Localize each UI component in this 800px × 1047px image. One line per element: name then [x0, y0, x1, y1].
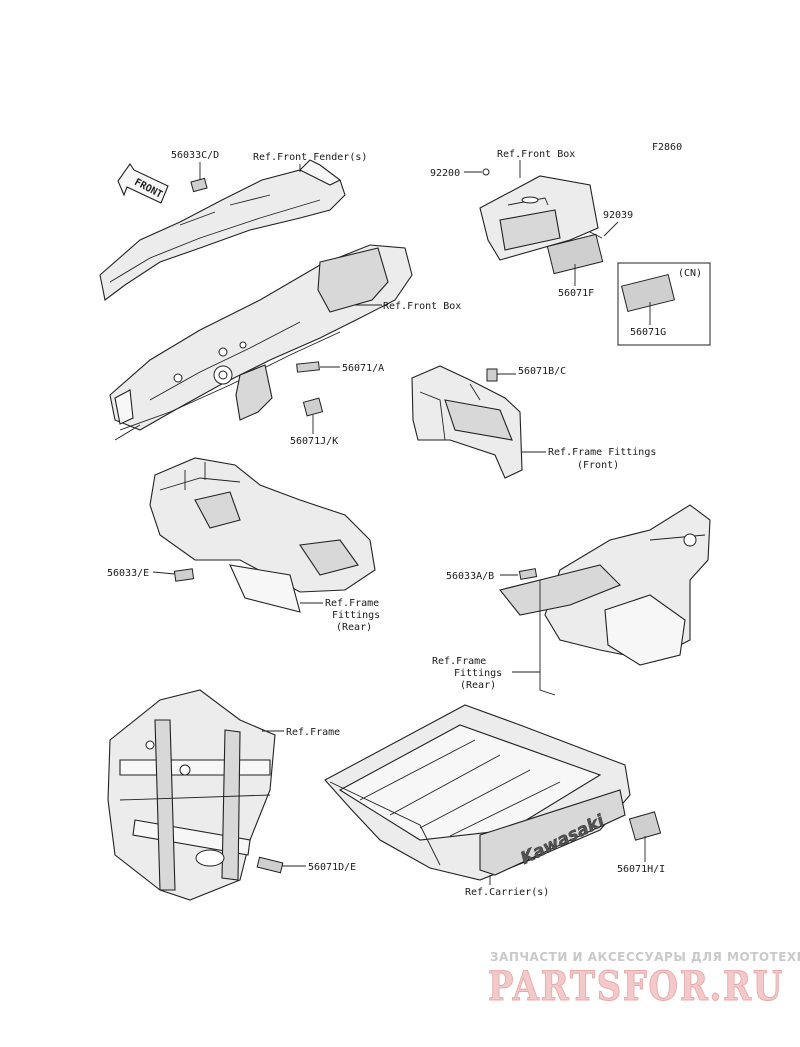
- callout-56071bc: 56071B/C: [518, 366, 566, 377]
- front-direction-arrow: FRONT: [117, 163, 169, 204]
- callout-ref-frame-fittings-front-1: Ref.Frame Fittings: [548, 447, 656, 458]
- front-dash-panel: [109, 244, 413, 441]
- callout-ref-frame: Ref.Frame: [286, 727, 340, 738]
- callout-56071g: 56071G: [630, 327, 666, 338]
- callout-ref-frame-fittings-rear-b2: Fittings: [454, 668, 502, 679]
- callout-92200: 92200: [430, 168, 460, 179]
- watermark-logo: PARTSFOR.RU: [488, 963, 784, 1010]
- decal-56071hi: [628, 811, 662, 841]
- callout-ref-frame-fittings-rear-b1: Ref.Frame: [432, 656, 486, 667]
- decal-56071a: [296, 361, 320, 373]
- callout-cn: (CN): [678, 268, 702, 279]
- callout-56071hi: 56071H/I: [617, 864, 665, 875]
- decal-56071de: [256, 856, 284, 874]
- decal-56033e: [173, 568, 195, 582]
- callout-56033cd: 56033C/D: [171, 150, 219, 161]
- frame-structure: [107, 689, 276, 901]
- figure-code: F2860: [652, 142, 682, 153]
- callout-ref-carriers: Ref.Carrier(s): [465, 887, 549, 898]
- front-box-assembly: [479, 175, 599, 261]
- cargo-carrier: Kawasaki: [324, 704, 631, 881]
- decal-56071g: [620, 273, 676, 313]
- decal-56071bc: [486, 368, 498, 382]
- bolt-92200: [482, 168, 490, 176]
- callout-ref-front-fender: Ref.Front Fender(s): [253, 152, 367, 163]
- callout-56071a: 56071/A: [342, 363, 384, 374]
- watermark-tagline: ЗАПЧАСТИ И АКСЕССУАРЫ ДЛЯ МОТОТЕХНИКИ: [490, 950, 800, 964]
- callout-56071de: 56071D/E: [308, 862, 356, 873]
- watermark: ЗАПЧАСТИ И АКСЕССУАРЫ ДЛЯ МОТОТЕХНИКИ PA…: [488, 950, 800, 1011]
- decal-56071f: [546, 233, 604, 275]
- frame-fittings-front: [411, 365, 523, 479]
- callout-ref-frame-fittings-rear-b3: (Rear): [460, 680, 496, 691]
- callout-ref-frame-fittings-rear-a1: Ref.Frame: [325, 598, 379, 609]
- callout-ref-frame-fittings-rear-a3: (Rear): [336, 622, 372, 633]
- center-console: [149, 457, 376, 613]
- callout-ref-front-box-top: Ref.Front Box: [497, 149, 575, 160]
- callout-ref-frame-fittings-rear-a2: Fittings: [332, 610, 380, 621]
- rear-frame-fittings: [499, 504, 711, 696]
- callout-56071f: 56071F: [558, 288, 594, 299]
- decal-56071jk: [302, 397, 324, 417]
- front-fender-assembly: [99, 159, 346, 301]
- callout-92039: 92039: [603, 210, 633, 221]
- callout-ref-front-box-mid: Ref.Front Box: [383, 301, 461, 312]
- callout-56071jk: 56071J/K: [290, 436, 338, 447]
- callout-56033e: 56033/E: [107, 568, 149, 579]
- decal-56033ab: [518, 568, 538, 580]
- callout-56033ab: 56033A/B: [446, 571, 494, 582]
- callout-ref-frame-fittings-front-2: (Front): [577, 460, 619, 471]
- decal-56033cd: [190, 177, 208, 193]
